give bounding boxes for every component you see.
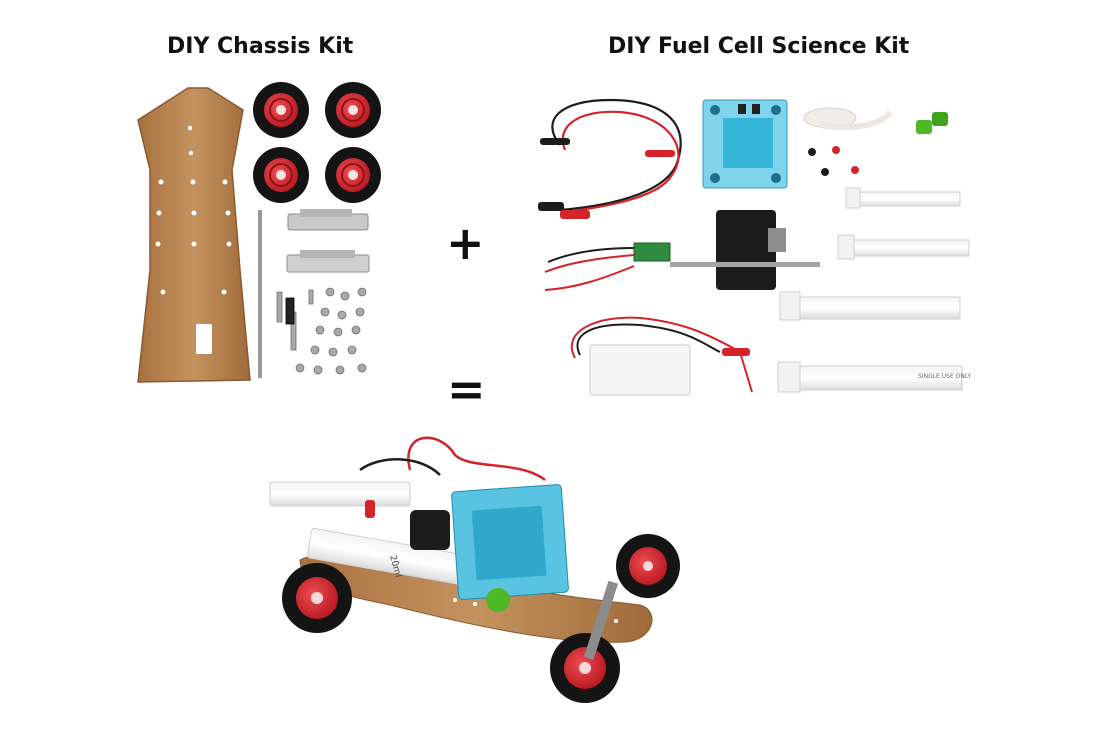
battery-box	[570, 316, 753, 396]
syringe-label-text: SINGLE USE ONLY	[918, 373, 971, 380]
chassis-wheels	[253, 82, 381, 203]
small-plugs	[808, 146, 859, 176]
axle-rod	[258, 210, 262, 378]
green-connector-caps	[916, 112, 948, 134]
wooden-chassis-board	[137, 87, 251, 383]
metal-brackets	[286, 209, 370, 273]
gear-motor	[670, 210, 820, 290]
plus-sign: +	[446, 216, 485, 270]
test-lead-wires	[538, 98, 682, 219]
fuel-cell-kit-heading: DIY Fuel Cell Science Kit	[608, 34, 910, 59]
chassis-kit-heading: DIY Chassis Kit	[167, 34, 354, 59]
fuel-cell-block	[702, 99, 788, 189]
circuit-board	[544, 242, 671, 291]
syringes: SINGLE USE ONLY	[777, 187, 971, 393]
assembled-fuel-cell-car: 20ml	[269, 436, 680, 703]
tubing-and-balloon	[803, 107, 893, 130]
equals-sign: =	[447, 362, 486, 416]
screws-and-nuts	[276, 287, 367, 375]
